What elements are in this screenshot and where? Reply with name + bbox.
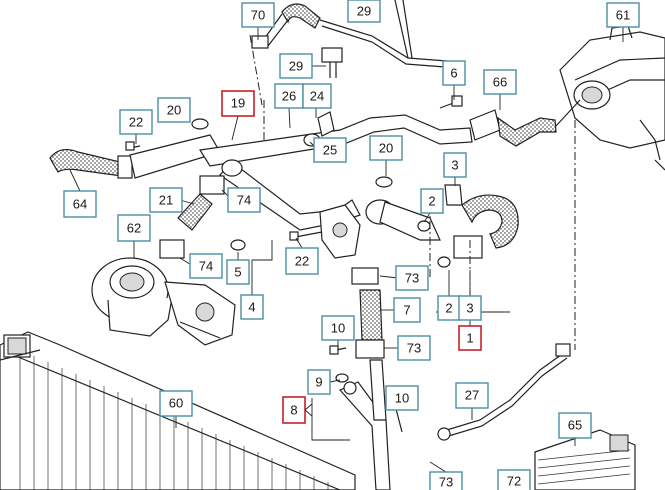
svg-text:62: 62 xyxy=(127,221,141,236)
callout-1: 1 xyxy=(458,325,482,351)
callout-70: 70 xyxy=(241,2,275,28)
svg-text:29: 29 xyxy=(289,59,303,74)
svg-text:20: 20 xyxy=(167,103,181,118)
svg-text:29: 29 xyxy=(357,4,371,19)
water-pump xyxy=(91,257,236,346)
svg-text:73: 73 xyxy=(407,341,421,356)
svg-text:9: 9 xyxy=(315,375,322,390)
callout-8: 8 xyxy=(282,396,313,424)
bolt-29 xyxy=(321,47,343,78)
svg-text:10: 10 xyxy=(331,321,345,336)
callout-21: 21 xyxy=(149,187,183,213)
svg-text:1: 1 xyxy=(466,331,473,346)
svg-text:3: 3 xyxy=(451,158,458,173)
callout-64: 64 xyxy=(63,190,97,218)
callout-3-lower: 3 xyxy=(458,295,482,321)
svg-text:64: 64 xyxy=(73,197,87,212)
callout-24: 24 xyxy=(302,83,332,109)
svg-text:60: 60 xyxy=(169,396,183,411)
svg-text:24: 24 xyxy=(310,89,324,104)
callout-29-top: 29 xyxy=(347,0,381,23)
svg-text:72: 72 xyxy=(507,474,521,489)
svg-text:8: 8 xyxy=(290,403,297,418)
svg-text:5: 5 xyxy=(234,265,241,280)
svg-text:70: 70 xyxy=(251,8,265,23)
callout-22-left: 22 xyxy=(119,109,153,135)
svg-text:22: 22 xyxy=(295,254,309,269)
svg-text:10: 10 xyxy=(395,391,409,406)
svg-text:61: 61 xyxy=(616,8,630,23)
callout-5: 5 xyxy=(226,259,250,285)
svg-text:7: 7 xyxy=(403,303,410,318)
svg-text:25: 25 xyxy=(323,143,337,158)
callout-20-right: 20 xyxy=(369,135,403,161)
callout-25: 25 xyxy=(313,137,347,163)
bleed-line xyxy=(437,343,571,441)
callout-26: 26 xyxy=(274,83,304,109)
svg-text:26: 26 xyxy=(282,89,296,104)
callout-60: 60 xyxy=(159,390,193,417)
hose-left xyxy=(49,134,221,179)
hose-21 xyxy=(159,175,225,259)
small-fittings xyxy=(125,95,463,383)
coolant-expansion-tank xyxy=(559,25,665,171)
svg-text:20: 20 xyxy=(379,141,393,156)
svg-text:74: 74 xyxy=(199,259,213,274)
callout-73-upper: 73 xyxy=(395,265,429,291)
svg-text:74: 74 xyxy=(237,193,251,208)
svg-text:4: 4 xyxy=(248,300,255,315)
callout-10-lower: 10 xyxy=(385,385,419,411)
callout-3-top: 3 xyxy=(443,152,467,178)
callout-73-middle: 73 xyxy=(397,335,431,361)
callout-62: 62 xyxy=(117,214,151,242)
callout-2-lower: 2 xyxy=(437,295,461,321)
callout-74-upper: 74 xyxy=(227,187,261,213)
callout-2-upper: 2 xyxy=(420,188,444,214)
svg-text:19: 19 xyxy=(231,96,245,111)
callout-19: 19 xyxy=(221,90,255,117)
svg-text:65: 65 xyxy=(568,418,582,433)
coolant-flange xyxy=(289,204,361,259)
callout-72: 72 xyxy=(497,469,531,490)
callout-66: 66 xyxy=(483,69,517,95)
callout-29: 29 xyxy=(279,53,313,79)
callout-61: 61 xyxy=(606,2,640,28)
svg-text:21: 21 xyxy=(159,193,173,208)
callout-65: 65 xyxy=(558,412,592,439)
oil-cooler xyxy=(534,429,636,490)
svg-text:2: 2 xyxy=(428,194,435,209)
svg-text:73: 73 xyxy=(405,271,419,286)
upper-bleed-pipe xyxy=(251,0,461,69)
callout-10-upper: 10 xyxy=(321,315,355,341)
svg-text:73: 73 xyxy=(439,475,453,490)
callout-labels: 70 29 61 29 6 66 19 26 xyxy=(63,0,640,490)
callout-74-lower: 74 xyxy=(189,253,223,279)
hose-upper-right xyxy=(469,99,581,147)
callout-6: 6 xyxy=(442,60,466,86)
hose-7 xyxy=(351,267,385,359)
svg-text:2: 2 xyxy=(445,301,452,316)
callout-7: 7 xyxy=(393,297,421,323)
coolant-pipe-lower xyxy=(339,359,403,490)
callout-27: 27 xyxy=(455,382,489,409)
callout-22-mid: 22 xyxy=(285,247,319,275)
svg-text:27: 27 xyxy=(465,388,479,403)
callout-4: 4 xyxy=(240,294,264,320)
callout-73-lower: 73 xyxy=(429,471,463,490)
svg-text:66: 66 xyxy=(493,75,507,90)
svg-text:22: 22 xyxy=(129,115,143,130)
callout-20-left: 20 xyxy=(157,97,191,123)
svg-text:3: 3 xyxy=(466,301,473,316)
svg-text:6: 6 xyxy=(450,66,457,81)
callout-9: 9 xyxy=(307,369,331,395)
